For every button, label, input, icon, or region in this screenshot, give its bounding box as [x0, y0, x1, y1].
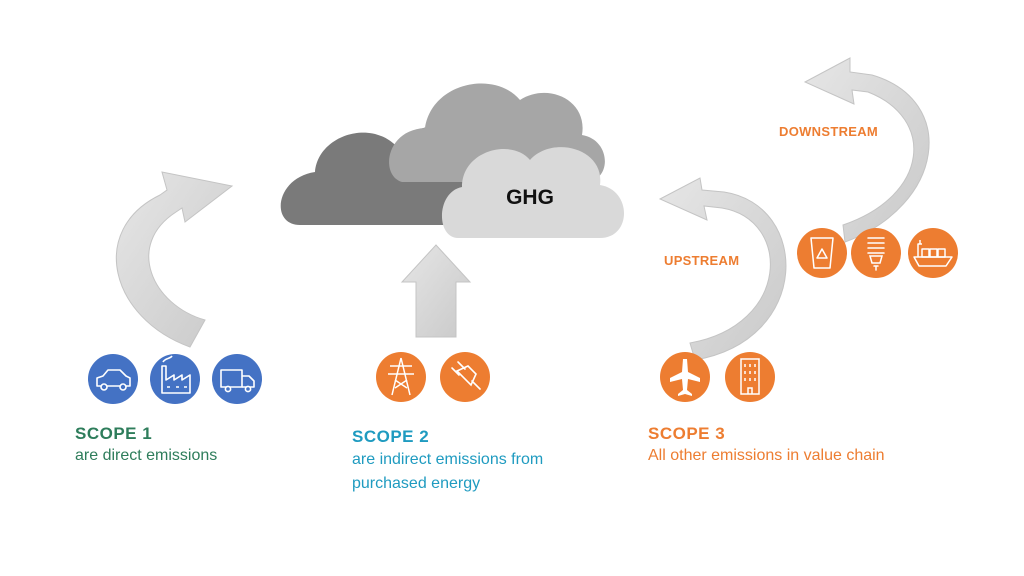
car-icon-circle — [88, 354, 138, 404]
car-icon — [96, 369, 131, 391]
recycle-bin-icon — [810, 237, 834, 269]
light-bulb-icon — [867, 237, 885, 271]
upstream-icons — [660, 352, 775, 402]
downstream-label: DOWNSTREAM — [779, 124, 879, 139]
power-pylon-icon — [388, 357, 414, 396]
truck-icon-circle — [212, 354, 262, 404]
power-plug-icon — [451, 361, 481, 390]
scope2-description-line2: purchased energy — [352, 475, 481, 492]
scope1-description: are direct emissions — [75, 447, 218, 464]
scope1-title: SCOPE 1 — [75, 424, 153, 443]
recycle-bin-icon-circle — [797, 228, 847, 278]
ghg-label: GHG — [506, 186, 554, 209]
scope1-icons — [88, 354, 262, 404]
power-pylon-icon-circle — [376, 352, 426, 402]
scope2-description-line1: are indirect emissions from — [352, 451, 544, 468]
scope2-icons — [376, 352, 490, 402]
downstream-icons — [797, 228, 958, 278]
airplane-icon — [670, 359, 700, 396]
scope3-description: All other emissions in value chain — [648, 447, 885, 464]
cargo-ship-icon — [913, 240, 953, 267]
scope2-title: SCOPE 2 — [352, 427, 430, 446]
upstream-label: UPSTREAM — [664, 253, 740, 268]
factory-icon — [161, 355, 191, 394]
scope3-title: SCOPE 3 — [648, 424, 726, 443]
upstream-curved-arrow — [658, 177, 787, 361]
building-icon-circle — [725, 352, 775, 402]
scope1-curved-arrow — [115, 171, 234, 348]
cargo-ship-icon-circle — [908, 228, 958, 278]
light-cloud — [441, 147, 624, 238]
power-plug-icon-circle — [440, 352, 490, 402]
truck-icon — [220, 369, 255, 393]
downstream-curved-arrow — [803, 57, 930, 243]
ghg-cloud-group: GHG — [280, 83, 624, 238]
building-icon — [740, 358, 760, 395]
scope2-up-arrow — [400, 244, 472, 338]
